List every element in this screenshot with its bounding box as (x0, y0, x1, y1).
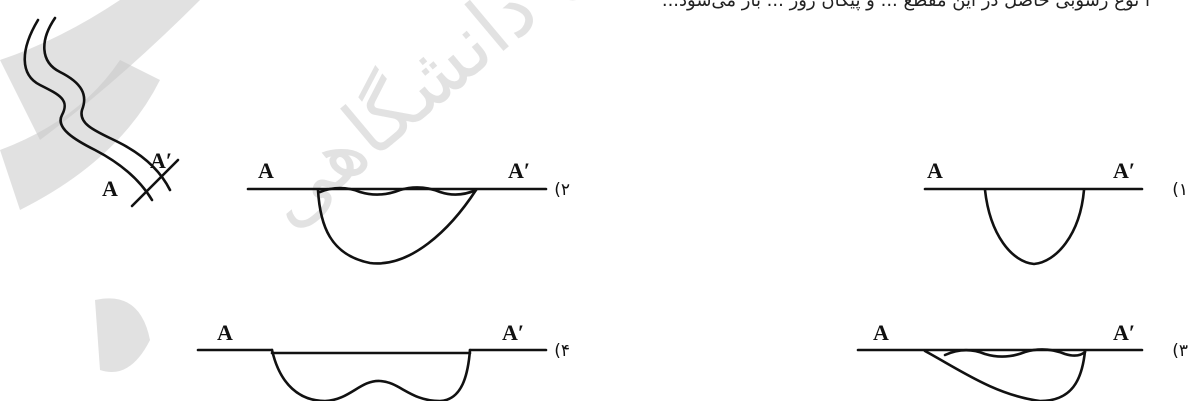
channel-outline (270, 348, 472, 401)
channel-outline (983, 188, 1086, 266)
option-3-profile: A A′ (۳ (856, 320, 1188, 401)
watermark: ی دانشگاهی (0, 0, 622, 372)
river-bank-outer (23, 18, 154, 202)
option-1-label-a: A (927, 158, 943, 183)
map-label-a-prime: A′ (150, 148, 172, 173)
option-3-number: (۳ (1172, 341, 1188, 361)
section-line (130, 158, 180, 208)
river-bank-inner (43, 16, 172, 192)
question-header-text: ...ا نوع رسوبی حاصل در این مقطع ... و پی… (662, 0, 1150, 11)
option-3-label-a: A (873, 320, 889, 345)
watermark-text: ی دانشگاهی (242, 0, 621, 245)
option-1-profile: A A′ (۱ (923, 158, 1188, 266)
option-2-label-a: A (258, 158, 274, 183)
option-1-number: (۱ (1172, 180, 1188, 200)
option-4-label-a-prime: A′ (502, 320, 524, 345)
river-map: A A′ (23, 16, 180, 208)
option-4-number: (۴ (554, 341, 570, 361)
option-4-label-a: A (217, 320, 233, 345)
option-2-profile: A A′ (۲ (246, 158, 570, 265)
option-1-label-a-prime: A′ (1113, 158, 1135, 183)
option-4-profile: A A′ (۴ (196, 320, 570, 401)
channel-outline (923, 349, 1087, 401)
option-2-number: (۲ (554, 180, 570, 200)
map-label-a: A (102, 176, 118, 201)
channel-outline (316, 188, 478, 265)
option-2-label-a-prime: A′ (508, 158, 530, 183)
water-surface (318, 186, 478, 196)
water-surface (943, 348, 1087, 358)
option-3-label-a-prime: A′ (1113, 320, 1135, 345)
